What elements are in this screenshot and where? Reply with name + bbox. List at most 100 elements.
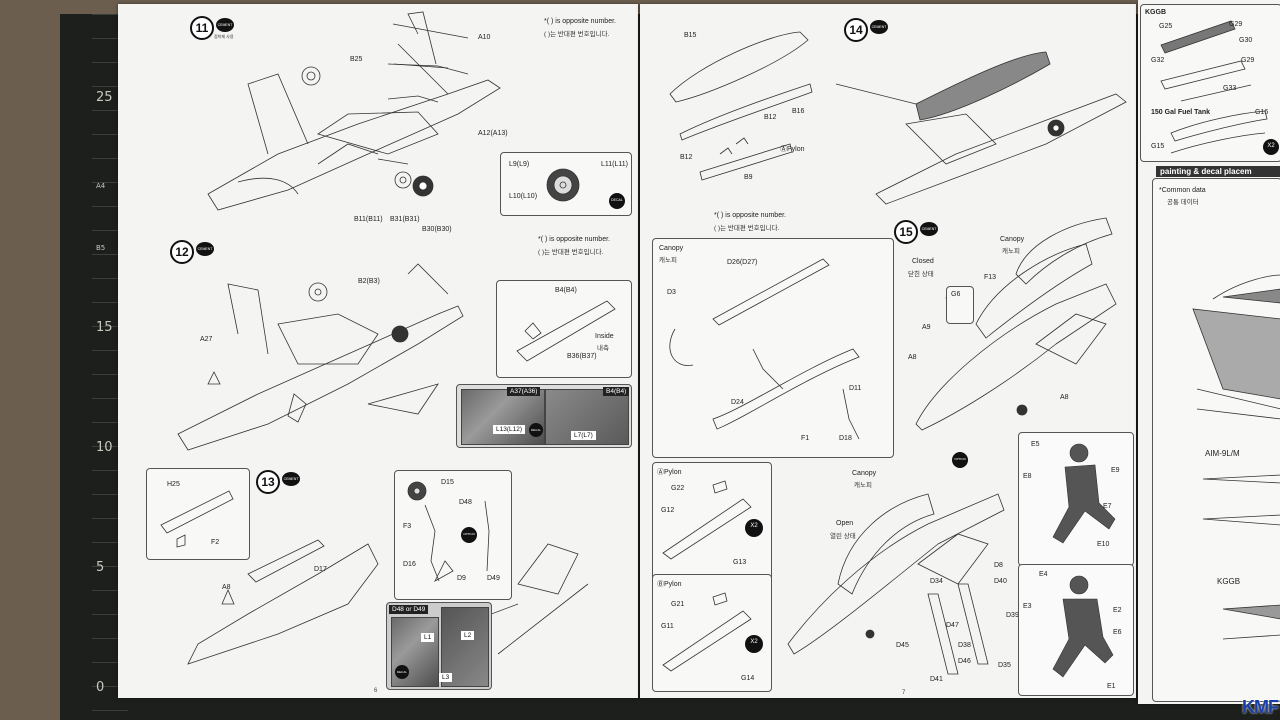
opposite-note-ko: ( )는 반대편 번호입니다. — [544, 31, 610, 38]
part-label: D39 — [1006, 612, 1019, 619]
part-label: A8 — [1060, 394, 1069, 401]
x2-icon: X2 — [745, 635, 763, 653]
part-label: A8 — [222, 584, 231, 591]
open-canopy-drawing — [787, 493, 1005, 675]
pylon-a-box: ⒶPylon G22 G12 G13 X2 — [652, 462, 772, 584]
ruler-small-label: A4 — [96, 182, 106, 190]
cement-icon: CEMENT — [282, 472, 300, 486]
part-label: D48 — [459, 499, 472, 506]
part-label: G6 — [951, 291, 961, 298]
h25-detail-box: H25 F2 — [146, 468, 250, 560]
part-label: D26(D27) — [727, 259, 758, 266]
part-label: D40 — [994, 578, 1007, 585]
part-label: D38 — [958, 642, 971, 649]
part-label: H25 — [167, 481, 180, 488]
part-label: F1 — [801, 435, 810, 442]
pylon-label: ⒷPylon — [657, 581, 682, 588]
part-label: E6 — [1113, 629, 1122, 636]
part-label: F2 — [211, 539, 220, 546]
part-label: D11 — [849, 385, 862, 392]
part-label: D47 — [946, 622, 959, 629]
part-label: A9 — [922, 324, 931, 331]
part-label: B30(B30) — [422, 226, 452, 233]
part-label: E9 — [1111, 467, 1120, 474]
part-label: A27 — [200, 336, 213, 343]
kggb-title: KGGB — [1145, 9, 1166, 16]
part-label: L10(L10) — [509, 193, 538, 200]
part-label: D41 — [930, 676, 943, 683]
decal-icon: DECAL — [609, 193, 625, 209]
part-label: G14 — [741, 675, 755, 682]
part-label: A10 — [478, 34, 491, 41]
landing-gear-box: D15 D48 F3 D16 D9 D49 OPTION — [394, 470, 512, 600]
d48-photo-box: D48 or D49 L1 L2 L3 DECAL — [386, 602, 492, 690]
page-number: 7 — [902, 690, 906, 696]
page-number: 6 — [374, 688, 378, 694]
photo-title: D48 or D49 — [389, 605, 429, 614]
opposite-note-ko: ( )는 반대편 번호입니다. — [714, 225, 780, 232]
part-label: B15 — [684, 32, 697, 39]
opposite-note-ko: ( )는 반대편 번호입니다. — [538, 249, 604, 256]
part-label: L11(L11) — [601, 161, 628, 168]
open-label-ko: 열린 상태 — [830, 533, 856, 540]
b36-detail-box: B4(B4) B36(B37) Inside 내측 — [496, 280, 632, 378]
step-12-drawing — [177, 263, 464, 451]
cement-icon: CEMENT — [870, 20, 888, 34]
part-label: G22 — [671, 485, 685, 492]
photo-part: L7(L7) — [571, 431, 596, 440]
part-label: B16 — [792, 108, 805, 115]
pylon-label: ⒶPylon — [780, 146, 805, 153]
step-13-drawing — [187, 539, 589, 665]
cement-ko: 접착제 사용 — [214, 34, 234, 39]
part-label: D16 — [403, 561, 416, 568]
photo-part: L13(L12) — [493, 425, 526, 434]
option-icon: OPTION — [461, 527, 477, 543]
instruction-page-left: 11 CEMENT 접착제 사용 A10 B25 A12(A13) B11(B1… — [118, 4, 638, 698]
part-label: G13 — [733, 559, 747, 566]
part-label: A12(A13) — [478, 130, 508, 137]
closed-label-ko: 닫힌 상태 — [908, 271, 934, 278]
painting-section-header: painting & decal placem — [1156, 166, 1280, 177]
cement-icon: CEMENT — [920, 222, 938, 236]
step-14-drawing — [835, 51, 1127, 205]
part-label: G15 — [1151, 143, 1165, 150]
closed-label: Closed — [912, 258, 934, 265]
canopy-label: Canopy — [852, 470, 877, 477]
canopy-label-ko: 캐노피 — [854, 482, 872, 489]
part-label: G33 — [1223, 85, 1237, 92]
part-label: E3 — [1023, 603, 1032, 610]
kggb-label: KGGB — [1217, 577, 1241, 586]
photo-part: L2 — [461, 631, 475, 640]
step-14-number: 14 — [844, 18, 868, 42]
ruler-small-label: B5 — [96, 244, 106, 252]
ruler-mark: 15 — [96, 320, 113, 335]
part-label: B12 — [680, 154, 693, 161]
pylon-label: ⒶPylon — [657, 469, 682, 476]
part-label: D46 — [958, 658, 971, 665]
decal-icon: DECAL — [529, 423, 543, 437]
fuel-tank-title: 150 Gal Fuel Tank — [1151, 109, 1211, 116]
part-label: G12 — [661, 507, 675, 514]
photo-part: L1 — [421, 633, 435, 642]
part-label: G25 — [1159, 23, 1173, 30]
painting-guide-box: *Common data 공통 데이터 AIM-9L/M KGGB — [1152, 178, 1280, 702]
x2-icon: X2 — [1263, 139, 1279, 155]
part-label: A8 — [908, 354, 917, 361]
canopy-title-ko: 캐노피 — [659, 257, 677, 264]
part-label: E10 — [1097, 541, 1110, 548]
photo-reference-box: A37(A36) B4(B4) L13(L12) L7(L7) DECAL — [456, 384, 632, 448]
instruction-page-partial: KGGB G25 G29 G30 G32 G29 G33 150 Gal Fue… — [1138, 0, 1280, 704]
part-label: B9 — [744, 174, 753, 181]
watermark-logo: KMF — [1242, 697, 1279, 717]
part-label: E5 — [1031, 441, 1040, 448]
kggb-box: KGGB G25 G29 G30 G32 G29 G33 150 Gal Fue… — [1140, 4, 1280, 162]
part-label: B2(B3) — [358, 278, 380, 285]
canopy-label: Canopy — [1000, 236, 1025, 243]
part-label: D35 — [998, 662, 1011, 669]
part-label: L9(L9) — [509, 161, 530, 168]
opposite-note-en: *( ) is opposite number. — [544, 18, 616, 25]
part-label: D34 — [930, 578, 943, 585]
common-data-label: *Common data — [1159, 187, 1206, 194]
part-label: B11(B11) — [354, 216, 383, 223]
part-label: D8 — [994, 562, 1003, 569]
